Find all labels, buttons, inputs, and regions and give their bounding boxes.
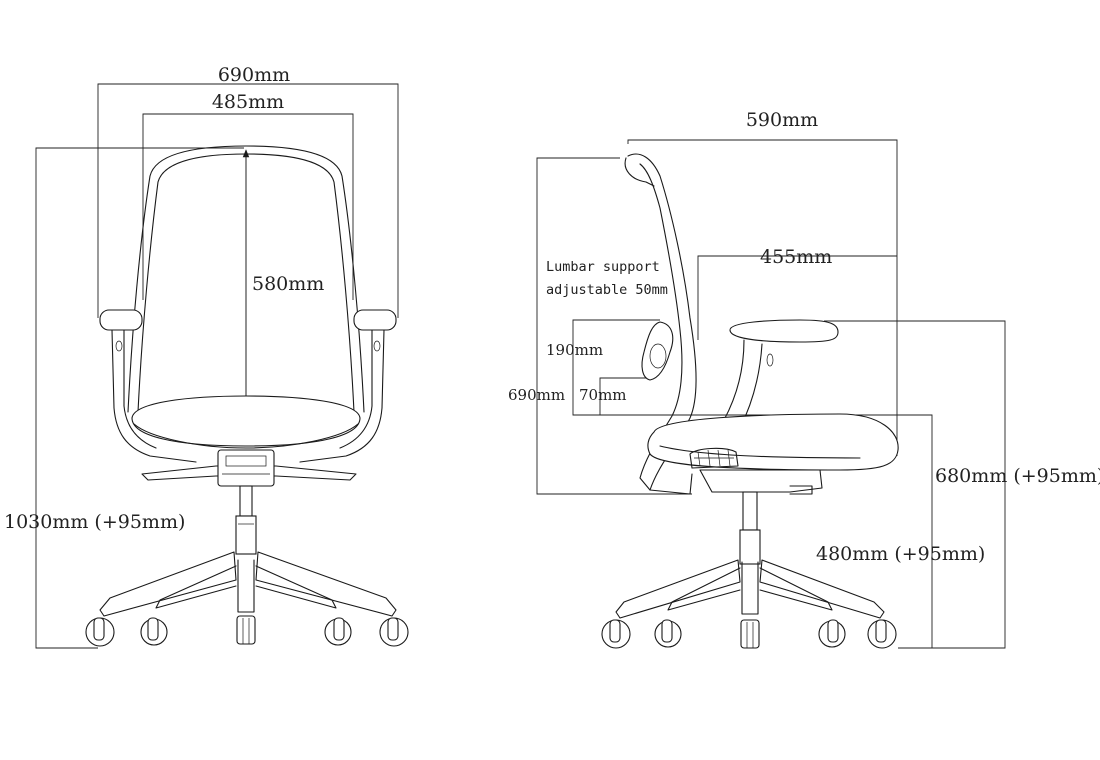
- front-mechanism: [141, 449, 357, 517]
- side-view: 590mm 455mm Lumbar support adjustable 50…: [508, 109, 1100, 649]
- side-casters: [601, 619, 897, 649]
- front-left-armrest: [99, 309, 197, 463]
- side-seat-depth-label: 455mm: [760, 246, 832, 268]
- side-armrest-height-label: 680mm (+95mm): [935, 465, 1100, 487]
- front-dimension-lines: [35, 83, 399, 649]
- side-lumbar-height-label: 690mm: [508, 386, 565, 404]
- side-lumbar-pad: [641, 321, 674, 381]
- front-seat: [131, 395, 361, 449]
- front-gas-lift: [235, 515, 257, 555]
- side-seat: [647, 413, 899, 471]
- side-dimension-lines: [536, 139, 1006, 649]
- side-seat-height-label: 480mm (+95mm): [816, 543, 985, 565]
- side-lumbar-range-label: 190mm: [546, 341, 603, 359]
- front-right-armrest: [299, 309, 397, 463]
- front-width-back-label: 485mm: [212, 91, 284, 113]
- side-lumbar-note-line2: adjustable 50mm: [546, 282, 668, 298]
- side-depth-overall-label: 590mm: [746, 109, 818, 131]
- front-base: [99, 551, 397, 617]
- front-casters: [85, 615, 409, 647]
- front-backrest: [127, 145, 365, 413]
- side-mechanism: [689, 447, 823, 531]
- side-base: [615, 559, 885, 619]
- side-lumbar-offset-label: 70mm: [579, 386, 627, 404]
- front-back-height-label: 580mm: [252, 273, 324, 295]
- front-width-overall-label: 690mm: [218, 64, 290, 86]
- side-lumbar-note-line1: Lumbar support: [546, 259, 660, 275]
- side-armrest: [701, 319, 839, 463]
- front-view: 690mm 485mm 580mm 1030mm (+95mm): [4, 64, 409, 649]
- side-gas-lift: [739, 529, 761, 565]
- front-total-height-label: 1030mm (+95mm): [4, 511, 185, 533]
